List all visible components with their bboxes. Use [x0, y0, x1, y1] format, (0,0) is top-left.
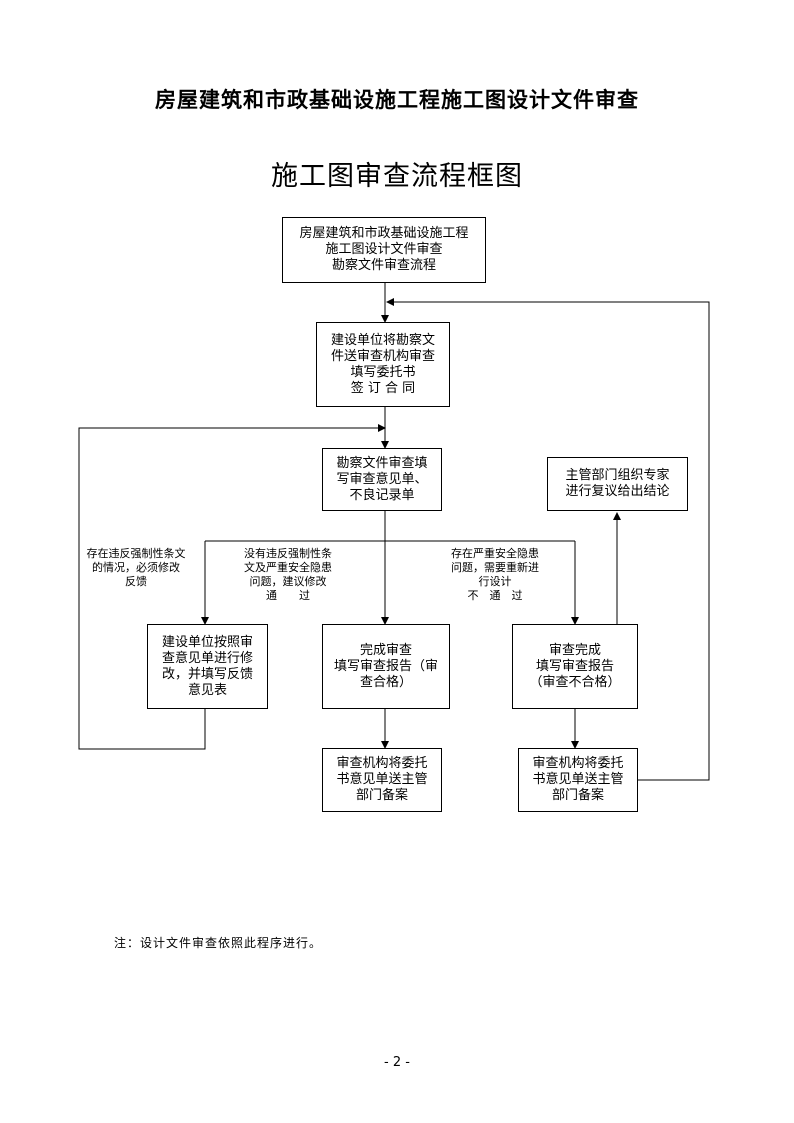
- file-fail-box: 审查机构将委托 书意见单送主管 部门备案: [518, 748, 638, 812]
- review-box: 勘察文件审查填 写审查意见单、 不良记录单: [322, 448, 442, 511]
- fail-box: 审查完成 填写审查报告 （审查不合格）: [512, 624, 638, 709]
- start-box: 房屋建筑和市政基础设施工程 施工图设计文件审查 勘察文件审查流程: [282, 217, 486, 283]
- file-pass-box-text: 审查机构将委托 书意见单送主管 部门备案: [336, 756, 428, 803]
- start-box-text: 房屋建筑和市政基础设施工程 施工图设计文件审查 勘察文件审查流程: [299, 226, 469, 273]
- expert-box: 主管部门组织专家 进行复议给出结论: [547, 457, 688, 511]
- pass-box-text: 完成审查 填写审查报告（审 查合格）: [333, 642, 438, 690]
- file-fail-box-text: 审查机构将委托 书意见单送主管 部门备案: [532, 756, 624, 803]
- label-no-violation: 没有违反强制性条 文及严重安全隐患 问题，建议修改 通 过: [244, 547, 332, 602]
- loop-revise-to-review: [78, 424, 386, 750]
- revise-box-text: 建设单位按照审 查意见单进行修 改，并填写反馈 意见表: [161, 634, 253, 698]
- label-violation: 存在违反强制性条文 的情况，必须修改 反馈: [86, 547, 186, 588]
- submit-box-text: 建设单位将勘察文 件送审查机构审查 填写委托书 签 订 合 同: [330, 332, 435, 396]
- label-hazard: 存在严重安全隐患 问题，需要重新进 行设计 不 通 过: [451, 547, 539, 602]
- fail-box-text: 审查完成 填写审查报告 （审查不合格）: [529, 642, 621, 690]
- flowchart-title: 施工图审查流程框图: [271, 161, 523, 192]
- expert-box-text: 主管部门组织专家 进行复议给出结论: [565, 468, 670, 499]
- loop-file-to-submit: [386, 298, 710, 781]
- pass-box: 完成审查 填写审查报告（审 查合格）: [322, 624, 450, 709]
- footnote: 注：设计文件审查依照此程序进行。: [114, 936, 323, 950]
- submit-box: 建设单位将勘察文 件送审查机构审查 填写委托书 签 订 合 同: [316, 322, 450, 407]
- revise-box: 建设单位按照审 查意见单进行修 改，并填写反馈 意见表: [147, 624, 268, 709]
- document-title: 房屋建筑和市政基础设施工程施工图设计文件审查: [155, 87, 639, 112]
- page-number: - 2 -: [384, 1055, 410, 1070]
- file-pass-box: 审查机构将委托 书意见单送主管 部门备案: [322, 748, 442, 812]
- review-box-text: 勘察文件审查填 写审查意见单、 不良记录单: [336, 455, 428, 503]
